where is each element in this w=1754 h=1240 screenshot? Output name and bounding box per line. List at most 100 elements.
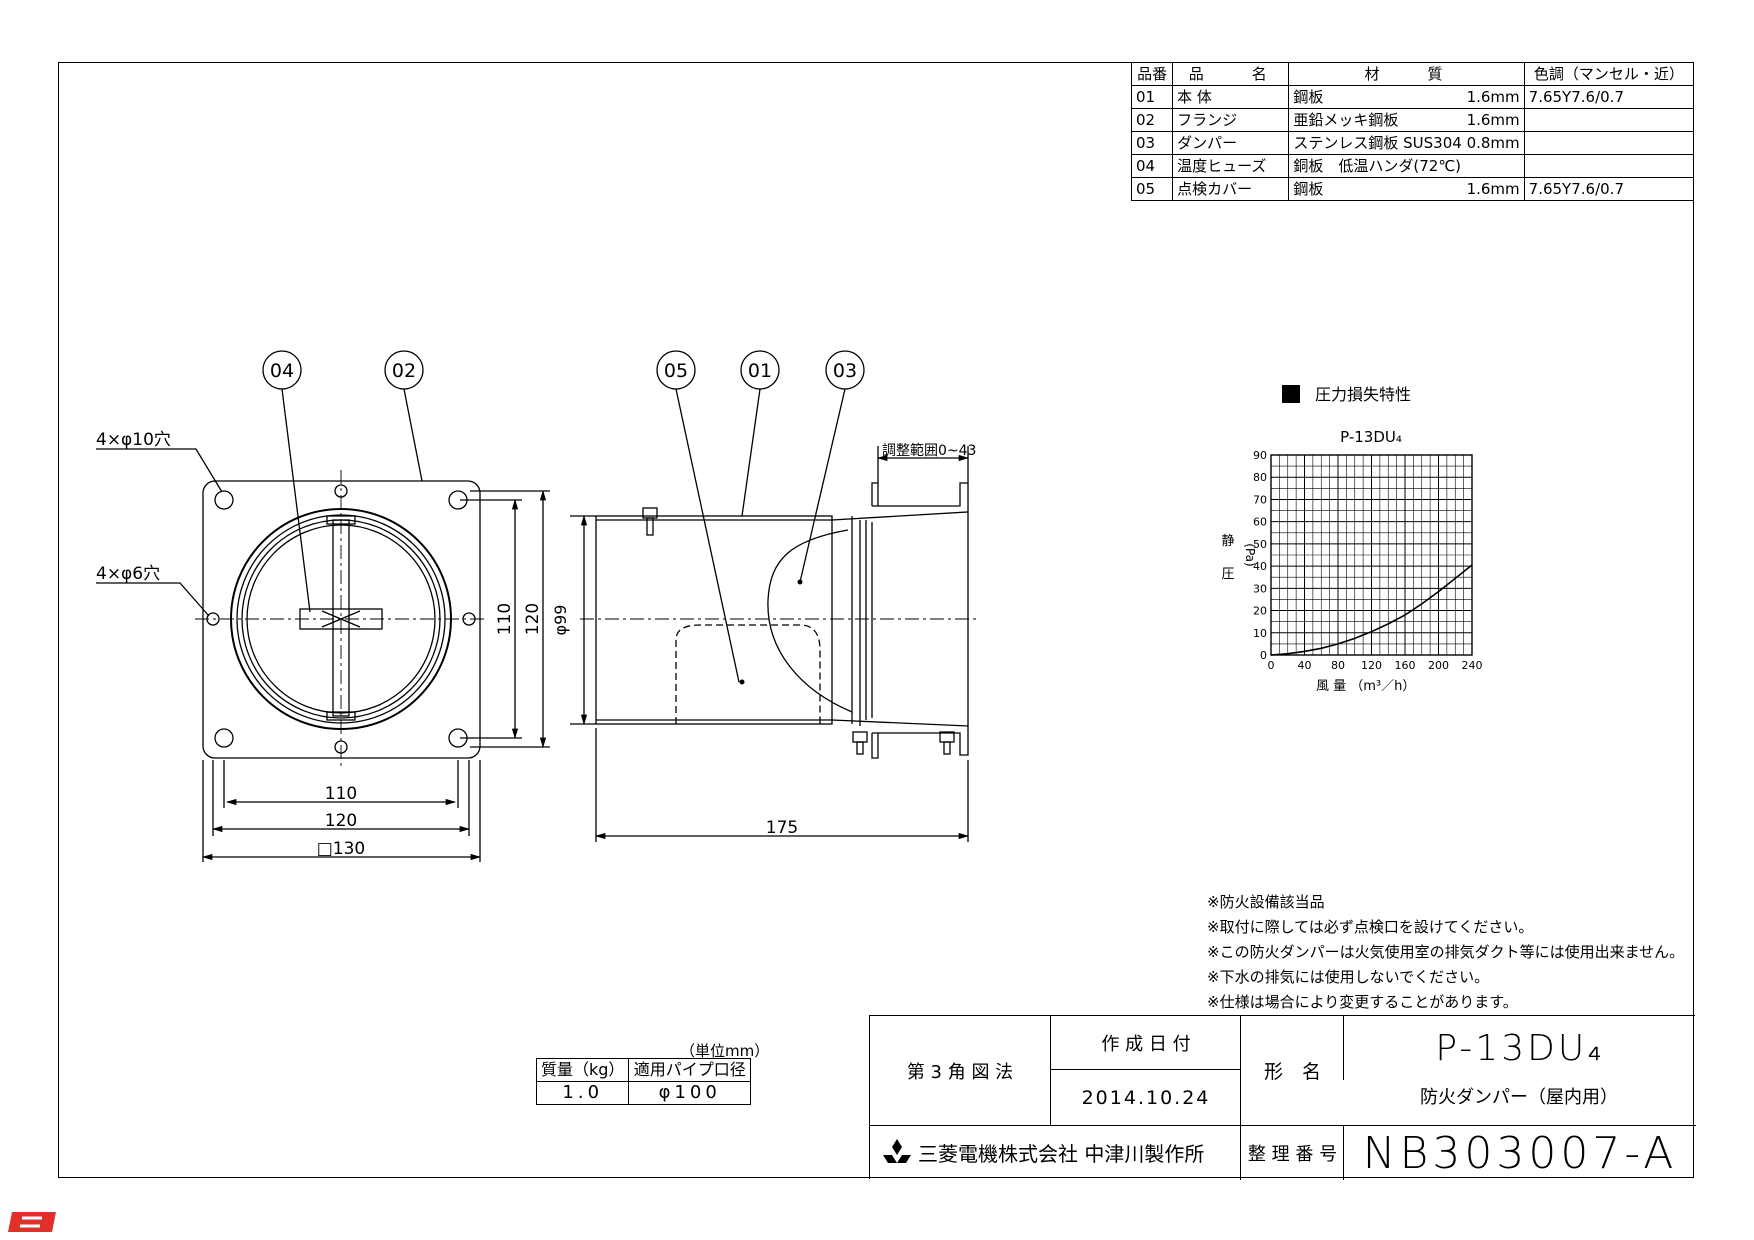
pipe-value: φ100 [628, 1081, 751, 1105]
balloon-04: 04 [262, 350, 302, 390]
series-line [1270, 564, 1473, 656]
flange-plate [202, 480, 481, 759]
model-description: 防火ダンパー（屋内用） [1420, 1087, 1618, 1108]
part-material-cell: 亜鉛メッキ鋼板 1.6mm [1288, 108, 1525, 132]
chart-heading-marker [1282, 385, 1300, 403]
y-tick-label: 70 [1253, 493, 1267, 506]
dim-175: 175 [766, 818, 798, 838]
mitsubishi-logo-icon [883, 1138, 911, 1163]
note-item: ※この防火ダンパーは火気使用室の排気ダクト等には使用出来ません。 [1207, 943, 1685, 961]
note-item: ※下水の排気には使用しないでください。 [1207, 968, 1490, 986]
x-tick-label: 200 [1428, 659, 1449, 672]
part-name: ダンパー [1172, 131, 1290, 155]
balloon-04-label: 04 [270, 360, 294, 382]
chart-ylabel-2: 圧 [1221, 567, 1234, 582]
header-part-name: 品 名 [1172, 62, 1290, 86]
part-thickness: 1.6mm [1466, 180, 1520, 198]
date-label: 作 成 日 付 [1050, 1016, 1241, 1069]
parts-row: 03 ダンパー ステンレス鋼板 SUS304 0.8mm [1130, 131, 1695, 155]
y-tick-label: 60 [1253, 516, 1267, 529]
x-tick-label: 0 [1268, 659, 1275, 672]
x-tick-label: 120 [1361, 659, 1382, 672]
x-tick-label: 80 [1331, 659, 1345, 672]
front-view [96, 388, 550, 862]
y-tick-label: 20 [1253, 605, 1267, 618]
part-color [1523, 131, 1695, 155]
dim-110-v: 110 [495, 603, 515, 635]
balloon-05: 05 [656, 350, 696, 390]
part-thickness: 1.6mm [1466, 111, 1520, 129]
chart-title: P-13DU₄ [1340, 428, 1402, 446]
dim-120-h: 120 [325, 811, 357, 831]
title-block: 第 3 角 図 法 作 成 日 付 2014.10.24 形 名 P-13DU₄… [869, 1015, 1696, 1180]
balloon-03-label: 03 [833, 360, 857, 382]
balloon-05-label: 05 [664, 360, 688, 382]
note-item: ※仕様は場合により変更することがあります。 [1207, 993, 1518, 1011]
part-material: 銅板 低温ハンダ(72℃) [1293, 157, 1462, 175]
pipe-header: 適用パイプ口径 [628, 1058, 751, 1082]
part-name: フランジ [1172, 108, 1290, 132]
notes-block: ※防火設備該当品 ※取付に際しては必ず点検口を設けてください。 ※この防火ダンパ… [1207, 890, 1684, 1015]
note-item: ※取付に際しては必ず点検口を設けてください。 [1207, 918, 1534, 936]
creation-date: 2014.10.24 [1050, 1069, 1241, 1126]
parts-table-header: 品番 品 名 材 質 色調（マンセル・近） [1130, 62, 1695, 86]
adjust-range: 調整範囲0~43 [882, 442, 976, 459]
x-tick-label: 40 [1298, 659, 1312, 672]
mass-header: 質量（kg） [535, 1058, 630, 1082]
dim-130: □130 [317, 839, 366, 859]
part-name: 点検カバー [1172, 177, 1290, 201]
company-name: 三菱電機株式会社 中津川製作所 [918, 1142, 1205, 1166]
corner-logo-icon [8, 1212, 56, 1232]
chart-heading: 圧力損失特性 [1315, 385, 1411, 404]
hole-6-label: 4×φ6穴 [96, 564, 160, 584]
note-item: ※防火設備該当品 [1207, 893, 1325, 911]
dim-120-v: 120 [523, 603, 543, 635]
part-material: 亜鉛メッキ鋼板 [1293, 111, 1399, 129]
part-material-cell: 銅板 低温ハンダ(72℃) [1288, 154, 1525, 178]
number-label: 整 理 番 号 [1240, 1125, 1344, 1180]
damper-blade [767, 529, 853, 713]
projection-method: 第 3 角 図 法 [906, 1061, 1014, 1083]
y-tick-label: 0 [1260, 649, 1267, 662]
balloon-01: 01 [740, 350, 780, 390]
model-name: P-13DU₄ [1343, 1016, 1696, 1080]
body-tube [595, 515, 833, 725]
x-tick-label: 160 [1395, 659, 1416, 672]
balloon-03: 03 [825, 350, 865, 390]
parts-row: 02 フランジ 亜鉛メッキ鋼板 1.6mm [1130, 108, 1695, 132]
dim-110-h: 110 [325, 784, 357, 804]
leader-dot-05 [739, 679, 745, 685]
balloon-02-label: 02 [392, 360, 416, 382]
part-material: ステンレス鋼板 SUS304 0.8mm [1293, 134, 1520, 152]
part-material-cell: 鋼板 1.6mm [1288, 177, 1525, 201]
chart-xlabel: 風 量 （m³／h） [1316, 679, 1415, 694]
part-no: 02 [1130, 108, 1174, 132]
x-tick-label: 240 [1462, 659, 1483, 672]
plot-area [1270, 454, 1473, 656]
part-thickness: 1.6mm [1466, 88, 1520, 106]
mass-value: 1.0 [535, 1081, 630, 1105]
part-material: 鋼板 [1293, 180, 1324, 198]
chart-ylabel-1: 静 [1221, 534, 1234, 549]
part-color: 7.65Y7.6/0.7 [1523, 177, 1695, 201]
drawing-number: NB303007-A [1343, 1125, 1696, 1180]
part-material-cell: ステンレス鋼板 SUS304 0.8mm [1288, 131, 1525, 155]
y-tick-label: 30 [1253, 582, 1267, 595]
leader-dot-03 [797, 579, 803, 585]
mass-table-values: 1.0 φ100 [535, 1081, 751, 1105]
y-tick-label: 50 [1253, 538, 1267, 551]
y-tick-label: 10 [1253, 627, 1267, 640]
model-label: 形 名 [1240, 1016, 1344, 1125]
side-view [570, 388, 980, 842]
y-tick-label: 90 [1253, 449, 1267, 462]
balloon-01-label: 01 [748, 360, 772, 382]
y-tick-label: 80 [1253, 471, 1267, 484]
drawing-frame [58, 62, 1694, 1178]
mass-table: 質量（kg） 適用パイプ口径 1.0 φ100 [535, 1058, 751, 1105]
hole-10-label: 4×φ10穴 [96, 430, 171, 450]
